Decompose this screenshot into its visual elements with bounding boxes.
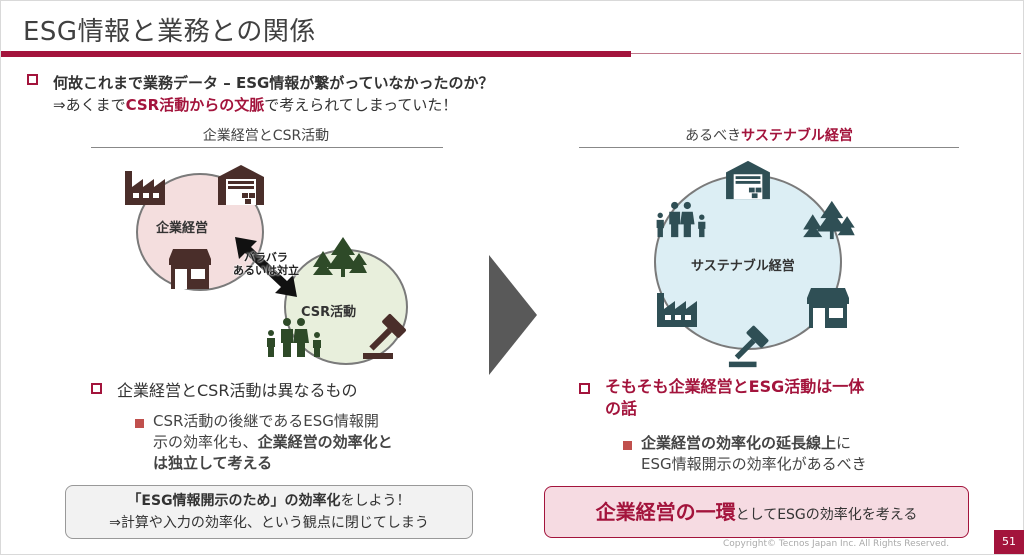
family-icon	[267, 318, 321, 357]
right-callout-suffix: としてESGの効率化を考える	[735, 507, 918, 523]
forest-icon	[803, 200, 855, 240]
conflict-label: バラバラあるいは対立	[233, 251, 299, 277]
right-bullet-line1: そもそも企業経営とESG活動は一体	[605, 377, 865, 396]
forest-icon	[313, 237, 367, 277]
copyright: Copyright© Tecnos Japan Inc. All Rights …	[723, 539, 950, 549]
factory-icon	[125, 171, 165, 205]
corporate-management-label: 企業経営	[156, 221, 209, 236]
sustainable-management-label: サステナブル経営	[691, 259, 795, 274]
page-title: ESG情報と業務との関係	[23, 17, 316, 47]
right-callout: 企業経営の一環としてESGの効率化を考える	[544, 486, 969, 538]
left-sub-line1: CSR活動の後継であるESG情報開	[153, 412, 379, 430]
left-sub-line2-bold: 企業経営の効率化と	[257, 433, 393, 451]
left-sub-bullet-icon	[135, 419, 144, 428]
right-heading: あるべきサステナブル経営	[579, 125, 959, 145]
right-heading-accent: サステナブル経営	[741, 128, 853, 144]
right-callout-accent: 企業経営の一環	[595, 500, 736, 524]
right-heading-prefix: あるべき	[685, 128, 742, 144]
gavel-icon	[728, 325, 769, 368]
left-bullet-icon	[91, 383, 102, 394]
store-icon	[807, 288, 849, 328]
left-callout-bold: 「ESG情報開示のため」の効率化	[127, 493, 341, 509]
question-line2-suffix: で考えられてしまっていた！	[264, 96, 458, 114]
warehouse-icon	[726, 160, 770, 200]
question-line2: ⇒あくまでCSR活動からの文脈で考えられてしまっていた！	[53, 94, 457, 115]
left-heading: 企業経営とCSR活動	[202, 128, 330, 144]
left-callout-suffix: をしよう！	[340, 493, 411, 509]
right-heading-rule	[579, 147, 959, 148]
right-bullet-icon	[579, 383, 590, 394]
right-sub-line2: ESG情報開示の効率化があるべき	[641, 455, 867, 473]
conflict-label-line1: バラバラ	[244, 251, 288, 264]
right-sub-line1-bold: 企業経営の効率化の延長線上	[641, 434, 837, 452]
warehouse-icon	[218, 165, 264, 205]
right-sub-line1-suffix: に	[836, 434, 852, 452]
factory-icon	[657, 293, 697, 327]
left-sub-line3-bold: は独立して考える	[153, 454, 273, 472]
title-underline	[1, 51, 631, 57]
question-line2-accent: CSR活動からの文脈	[125, 96, 265, 114]
conflict-label-line2: あるいは対立	[233, 264, 299, 277]
question-line1: 何故これまで業務データ – ESG情報が繋がっていなかったのか？	[53, 74, 494, 92]
store-icon	[169, 249, 211, 289]
family-icon	[656, 201, 706, 238]
chevron-right-icon	[489, 255, 537, 375]
gavel-icon	[363, 314, 406, 359]
left-sub-line2-prefix: 示の効率化も、	[153, 433, 258, 451]
right-bullet-line2: の話	[605, 399, 638, 418]
right-sub-text: 企業経営の効率化の延長線上に ESG情報開示の効率化があるべき	[641, 433, 961, 475]
right-bullet: そもそも企業経営とESG活動は一体 の話	[605, 376, 864, 420]
left-heading-rule	[91, 147, 443, 148]
right-sub-bullet-icon	[623, 441, 632, 450]
left-sub-text: CSR活動の後継であるESG情報開 示の効率化も、企業経営の効率化と は独立して…	[153, 411, 473, 474]
left-bullet: 企業経営とCSR活動は異なるもの	[117, 381, 358, 400]
left-callout-line2: ⇒計算や入力の効率化、という観点に閉じてしまう	[109, 515, 429, 531]
double-arrow-icon	[235, 237, 297, 297]
left-callout: 「ESG情報開示のため」の効率化をしよう！ ⇒計算や入力の効率化、という観点に閉…	[65, 485, 473, 539]
title-divider	[631, 53, 1021, 54]
csr-activity-label: CSR活動	[301, 305, 357, 320]
question-bullet-icon	[27, 74, 38, 85]
question-line2-prefix: ⇒あくまで	[53, 96, 126, 114]
page-number: 51	[994, 530, 1024, 554]
